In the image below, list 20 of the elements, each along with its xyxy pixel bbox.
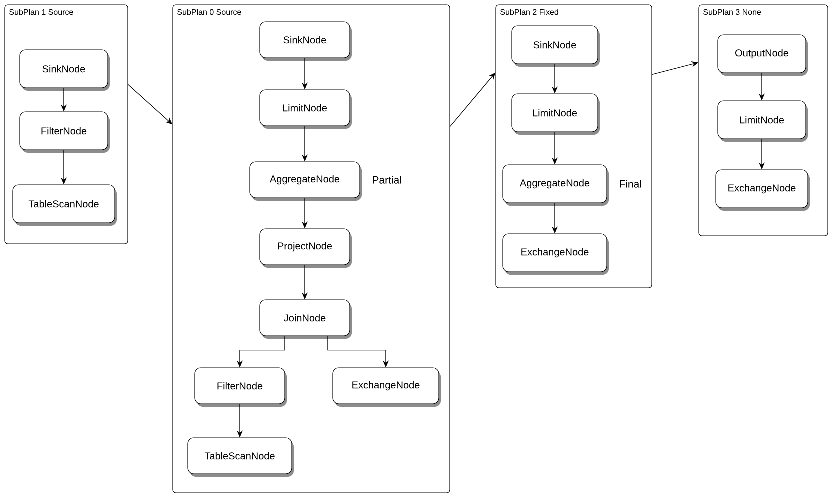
process-box: ExchangeNode <box>332 368 441 407</box>
process-box: SinkNode <box>20 50 110 91</box>
side-label: Partial <box>373 176 402 184</box>
process-box: LimitNode <box>260 90 352 129</box>
process-box: TableScanNode <box>12 184 117 226</box>
process-box: FilterNode <box>194 368 287 407</box>
process-box: ExchangeNode <box>716 170 810 211</box>
process-box: FilterNode <box>20 112 110 153</box>
process-box: AggregateNode <box>250 162 362 201</box>
process-box: ExchangeNode <box>502 234 609 275</box>
process-box: OutputNode <box>718 34 808 76</box>
process-box: ProjectNode <box>260 228 352 268</box>
process-box: LimitNode <box>512 94 600 135</box>
process-box: SinkNode <box>260 22 352 61</box>
process-box: LimitNode <box>718 100 808 142</box>
process-box: SinkNode <box>512 26 600 67</box>
process-box: TableScanNode <box>188 438 294 477</box>
process-box: JoinNode <box>260 300 352 339</box>
process-box: AggregateNode <box>502 164 609 206</box>
side-label: Final <box>620 180 642 188</box>
